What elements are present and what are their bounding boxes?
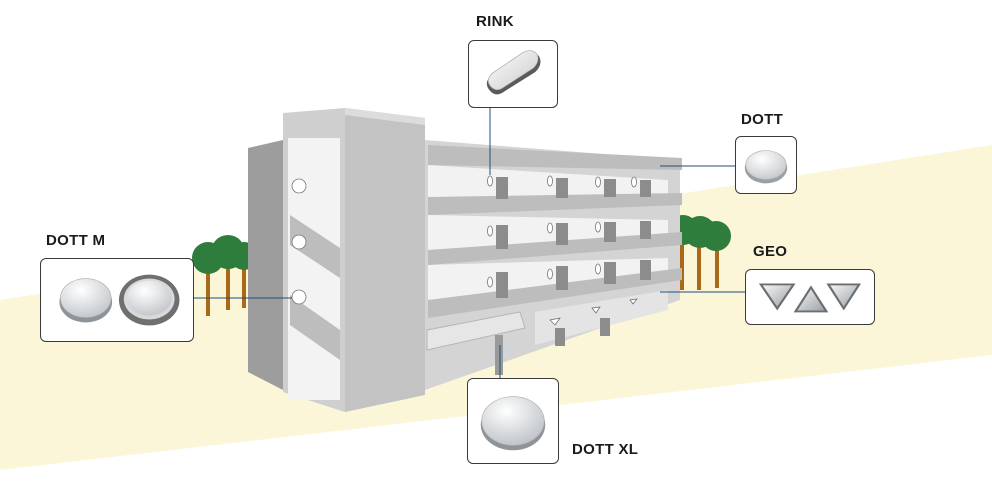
dott-label: DOTT xyxy=(741,111,784,128)
geo-triangle-icon xyxy=(793,285,829,313)
callout-connectors xyxy=(194,108,745,378)
stair-tower xyxy=(248,108,425,412)
rink-luminaire-icon xyxy=(486,50,541,95)
dott-m-ring-luminaire-icon xyxy=(118,274,180,326)
geo-label: GEO xyxy=(753,243,788,260)
dott-m-luminaires xyxy=(59,274,180,326)
dott-xl-callout-box xyxy=(467,378,559,464)
dott-m-luminaire-icon xyxy=(59,278,113,323)
rink-callout-box xyxy=(468,40,558,108)
geo-triangle-icon xyxy=(826,283,862,311)
dott-xl-luminaire-icon xyxy=(480,396,546,451)
dott-callout-box xyxy=(735,136,797,194)
canopy-column xyxy=(495,335,503,375)
canopy xyxy=(426,311,526,351)
dott-luminaire-icon xyxy=(744,150,788,184)
geo-callout-box xyxy=(745,269,875,325)
rink-label: RINK xyxy=(476,13,514,30)
geo-triangle-icon xyxy=(758,283,796,311)
geo-luminaires xyxy=(758,283,862,313)
dott-xl-label: DOTT XL xyxy=(572,441,639,458)
dott-m-label: DOTT M xyxy=(46,232,106,249)
building-wing xyxy=(425,140,682,390)
dott-m-callout-box xyxy=(40,258,194,342)
